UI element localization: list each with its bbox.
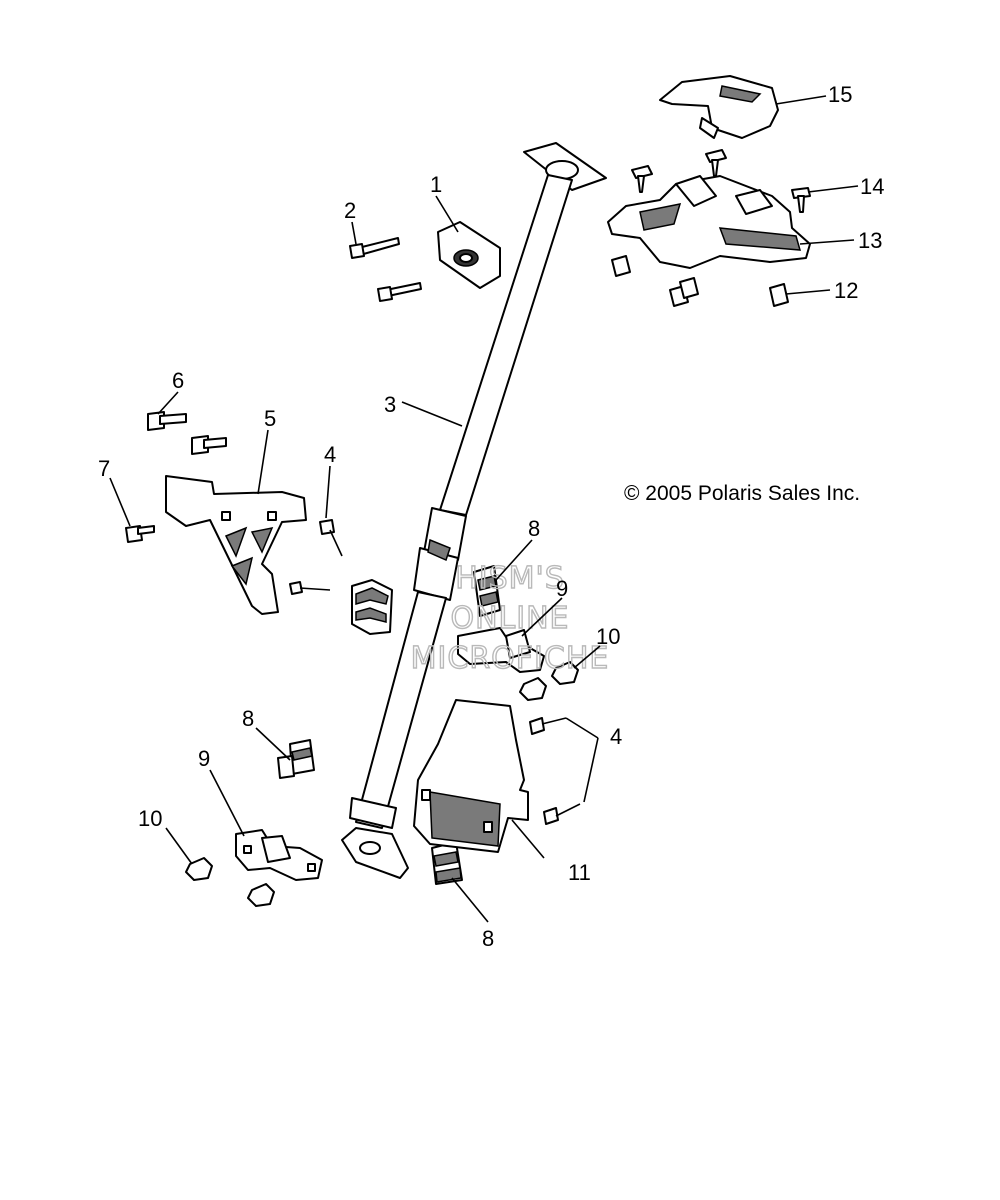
callout-5: 5	[264, 406, 276, 431]
cotter-pins-right	[529, 717, 581, 825]
flange-nuts	[185, 661, 579, 907]
column-top-clamp	[437, 221, 501, 289]
bushing-upper-right	[473, 565, 501, 617]
callout-11: 11	[568, 860, 591, 885]
bushing-upper-left	[351, 579, 393, 635]
clamp-bolts	[349, 237, 422, 302]
callout-10-upper: 10	[596, 624, 620, 649]
steering-column-shaft	[341, 142, 607, 879]
housing-screws	[631, 149, 811, 213]
callout-14: 14	[860, 174, 884, 199]
clamp-upper-right	[457, 627, 545, 673]
callout-numbers: 1 2 3 4 5 6 7 8 9 10 4 8 9 10 11 8 12 13…	[98, 82, 884, 951]
bracket-bolts	[147, 411, 227, 455]
callout-13: 13	[858, 228, 882, 253]
leader-lines	[109, 95, 859, 923]
svg-text:MICROFICHE: MICROFICHE	[411, 641, 610, 676]
callout-10-lower: 10	[138, 806, 162, 831]
left-mounting-bracket	[165, 475, 307, 615]
callout-8-upper: 8	[528, 516, 540, 541]
callout-8-middle: 8	[242, 706, 254, 731]
steering-cover	[659, 75, 779, 139]
right-mounting-bracket	[413, 699, 529, 853]
copyright-notice: © 2005 Polaris Sales Inc.	[624, 482, 860, 505]
callout-9-upper: 9	[556, 576, 568, 601]
callout-15: 15	[828, 82, 852, 107]
svg-text:ONLINE: ONLINE	[450, 601, 569, 636]
bushing-lower	[431, 841, 463, 885]
callout-6: 6	[172, 368, 184, 393]
bushing-middle-left	[277, 739, 315, 779]
steering-housing	[607, 175, 811, 269]
callout-1: 1	[430, 172, 442, 197]
callout-2: 2	[344, 198, 356, 223]
callout-9-lower: 9	[198, 746, 210, 771]
bracket-small-bolt	[125, 525, 155, 543]
callout-7: 7	[98, 456, 110, 481]
callout-3: 3	[384, 392, 396, 417]
cotter-pin-left	[289, 519, 343, 595]
callout-4-left: 4	[324, 442, 336, 467]
callout-12: 12	[834, 278, 858, 303]
watermark: HISM'S ONLINE MICROFICHE	[410, 560, 610, 676]
svg-text:HISM'S: HISM'S	[455, 561, 565, 596]
clamp-lower-left	[235, 829, 323, 881]
callout-8-lower: 8	[482, 926, 494, 951]
callout-4-right: 4	[610, 724, 622, 749]
housing-nuts	[611, 255, 789, 307]
